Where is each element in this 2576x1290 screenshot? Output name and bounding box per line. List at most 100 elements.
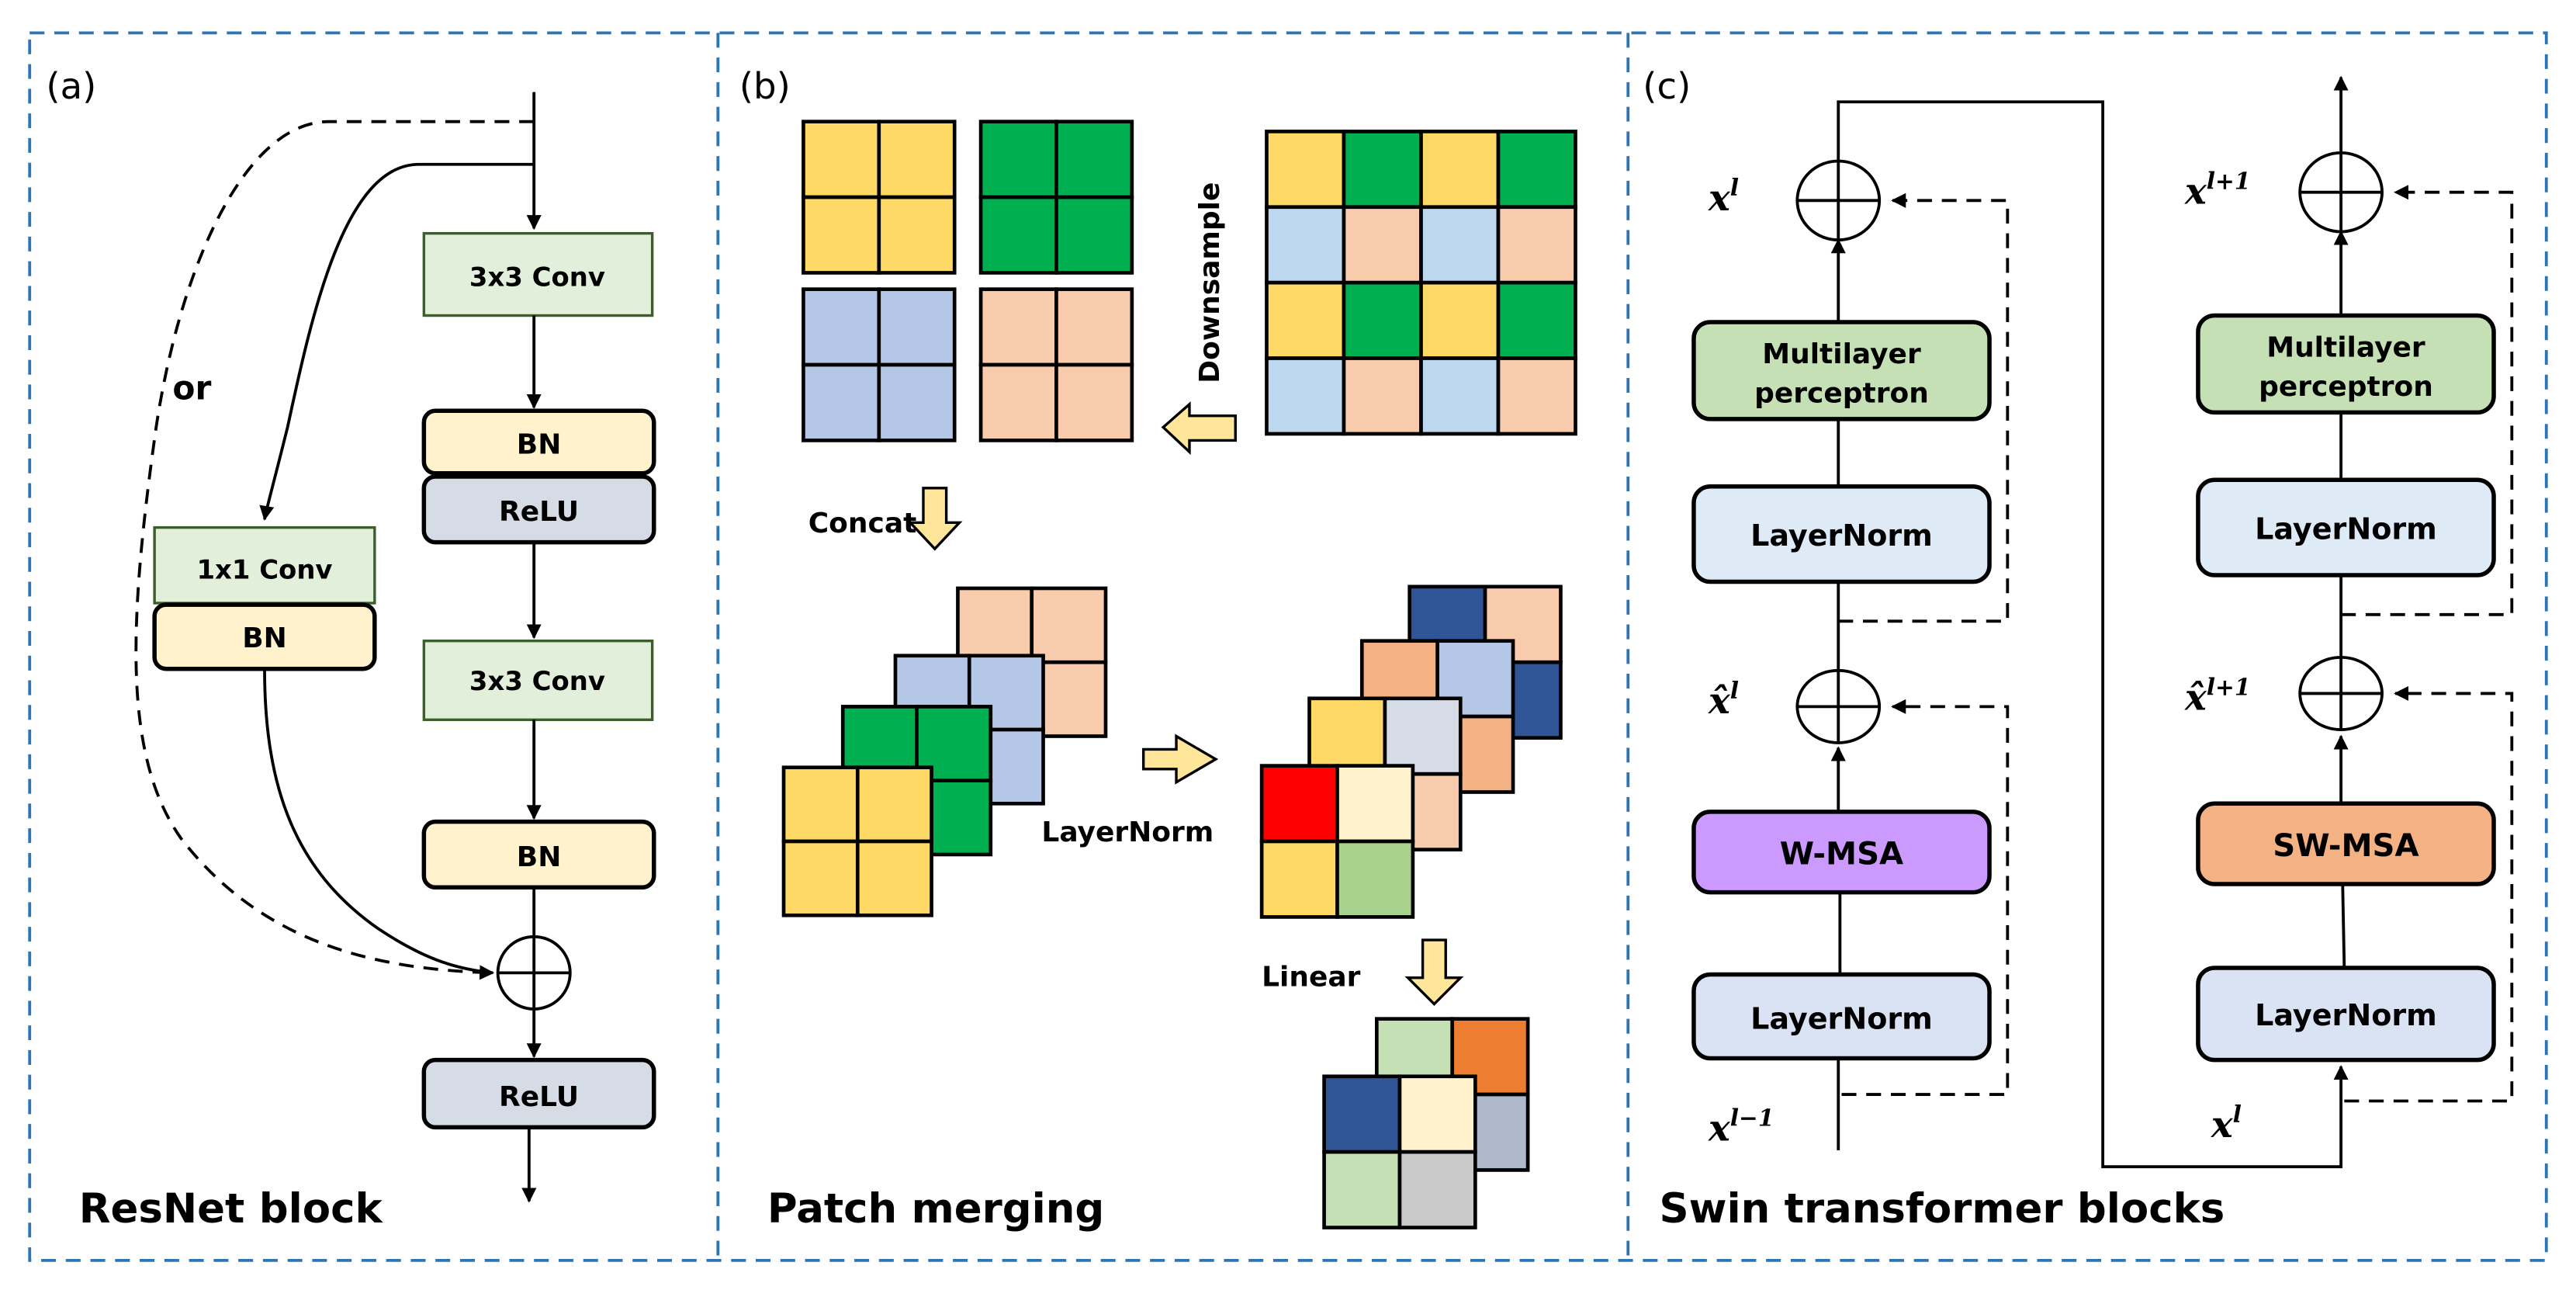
downsampled-patch-cell: [1054, 287, 1134, 367]
shortcut-bn-block: BN: [152, 602, 377, 671]
identity-shortcut-dashed: [134, 120, 535, 980]
b1-mlp-label-1: Multilayer: [1762, 338, 1921, 370]
bn-label-2: BN: [517, 841, 562, 873]
b1-residual-1-dashed: [1841, 699, 2010, 1096]
input-grid-cell: [1265, 356, 1346, 436]
downsampled-patch-cell: [1054, 362, 1134, 442]
relu-block-2: ReLU: [421, 1057, 656, 1130]
conv3x3-label-1: 3x3 Conv: [469, 262, 605, 292]
panel-a-tag: (a): [46, 65, 96, 107]
normalized-layer-cell: [1335, 764, 1415, 844]
layernorm-label: LayerNorm: [1041, 817, 1214, 848]
input-grid-cell: [1419, 130, 1501, 210]
panel-c-title: Swin transformer blocks: [1659, 1185, 2225, 1233]
linear-output-layer-cell: [1397, 1074, 1477, 1154]
linear-arrow-icon: [1404, 938, 1464, 1007]
b2-layernorm-1: LayerNorm: [2196, 966, 2496, 1063]
swin-block-2: xl LayerNorm SW-MSA x̂l+1 LayerNorm: [2184, 75, 2514, 1146]
input-grid-cell: [1419, 356, 1501, 436]
panel-b-title: Patch merging: [767, 1185, 1104, 1233]
input-grid-cell: [1419, 280, 1501, 360]
concat-layer-cell: [781, 839, 860, 917]
b1-mlp: Multilayer perceptron: [1691, 320, 1992, 421]
downsampled-patch-cell: [978, 120, 1058, 199]
input-grid-cell: [1496, 205, 1577, 285]
b2-layernorm-2-label: LayerNorm: [2255, 511, 2437, 546]
downsampled-patch-cell: [1054, 195, 1134, 275]
input-grid-cell: [1342, 356, 1423, 436]
block-connector-arrow: [1837, 100, 2349, 1169]
downsampled-patch-cell: [978, 195, 1058, 275]
concat-layer-cell: [956, 586, 1034, 664]
b1-add-node-1: [1795, 668, 1882, 744]
panel-b-tag: (b): [739, 65, 791, 107]
swin-block-1: LayerNorm W-MSA x̂l LayerNorm: [1691, 159, 2010, 1151]
b1-xhat-var: x̂l: [1708, 677, 1739, 722]
panel-c-tag: (c): [1643, 65, 1691, 107]
b2-xhat-var: x̂l+1: [2184, 674, 2250, 719]
downsampled-patch-cell: [1054, 120, 1134, 199]
b2-x-in-var: xl: [2211, 1101, 2242, 1146]
add-node-a: [496, 935, 572, 1011]
b2-residual-2-dashed: [2341, 185, 2514, 616]
input-feature-grid: [1265, 130, 1577, 436]
downsampled-patch-cell: [802, 195, 881, 275]
downsampled-patch-cell: [877, 362, 957, 442]
b2-add-node-1: [2298, 655, 2384, 731]
b1-x-out-var: xl: [1708, 174, 1739, 219]
b2-mlp-label-1: Multilayer: [2266, 331, 2425, 363]
input-grid-cell: [1496, 130, 1577, 210]
b1-layernorm-2: LayerNorm: [1691, 484, 1992, 584]
shortcut-bn-label: BN: [242, 622, 287, 654]
downsampled-patches: [802, 120, 1134, 442]
concat-label: Concat: [808, 508, 917, 539]
b1-add-node-2: [1795, 159, 1882, 242]
downsample-label: Downsample: [1194, 182, 1226, 383]
downsampled-patch-cell: [877, 120, 957, 199]
normalized-layer-cell: [1335, 839, 1415, 919]
input-grid-cell: [1265, 280, 1346, 360]
panel-c-swin-blocks: (c) LayerNorm W-MSA x̂l: [1643, 65, 2514, 1233]
concat-layer-cell: [855, 839, 933, 917]
input-grid-cell: [1342, 280, 1423, 360]
relu-label-2: ReLU: [499, 1081, 579, 1113]
relu-label-1: ReLU: [499, 496, 579, 528]
downsample-arrow-icon: [1161, 401, 1237, 456]
input-grid-cell: [1265, 130, 1346, 210]
normalized-layer-cell: [1259, 764, 1339, 844]
concat-layer-cell: [781, 765, 860, 844]
downsampled-patch-cell: [978, 362, 1058, 442]
concat-layer-cell: [1030, 586, 1108, 664]
downsampled-patch-cell: [877, 287, 957, 367]
conv1x1-label: 1x1 Conv: [196, 554, 332, 584]
b2-swmsa: SW-MSA: [2196, 801, 2496, 886]
b2-line-ln-msa: [2341, 884, 2346, 969]
linear-output-layer-cell: [1322, 1074, 1402, 1154]
b2-x-out-var: xl+1: [2184, 167, 2250, 212]
linear-output-layer-cell: [1397, 1150, 1477, 1229]
b1-x-in-var: xl−1: [1708, 1104, 1774, 1149]
projection-shortcut-arrow: [259, 162, 535, 521]
bn-block-1: BN: [421, 408, 656, 476]
conv3x3-label-2: 3x3 Conv: [469, 666, 605, 696]
b1-residual-2-dashed: [1838, 192, 2010, 623]
b1-layernorm-2-label: LayerNorm: [1750, 518, 1933, 553]
bn-label-1: BN: [517, 428, 562, 460]
b1-wmsa-label: W-MSA: [1780, 837, 1903, 872]
b2-mlp: Multilayer perceptron: [2196, 313, 2496, 415]
figure-frame: [28, 31, 2548, 1262]
input-grid-cell: [1419, 205, 1501, 285]
b2-swmsa-label: SW-MSA: [2273, 828, 2418, 864]
input-grid-cell: [1342, 205, 1423, 285]
b1-mlp-label-2: perceptron: [1754, 378, 1929, 410]
relu-block-1: ReLU: [421, 474, 656, 545]
panel-b-patch-merging: (b) Downsample Concat LayerNorm Linear P…: [739, 65, 1577, 1233]
linear-output-layer-cell: [1322, 1150, 1402, 1229]
b2-mlp-label-2: perceptron: [2259, 371, 2433, 403]
concat-arrow-icon: [907, 487, 963, 551]
downsampled-patch-cell: [802, 120, 881, 199]
conv1x1-block: 1x1 Conv: [153, 525, 376, 605]
outer-dashed-border: [28, 31, 2548, 1262]
concat-layer-cell: [855, 765, 933, 844]
